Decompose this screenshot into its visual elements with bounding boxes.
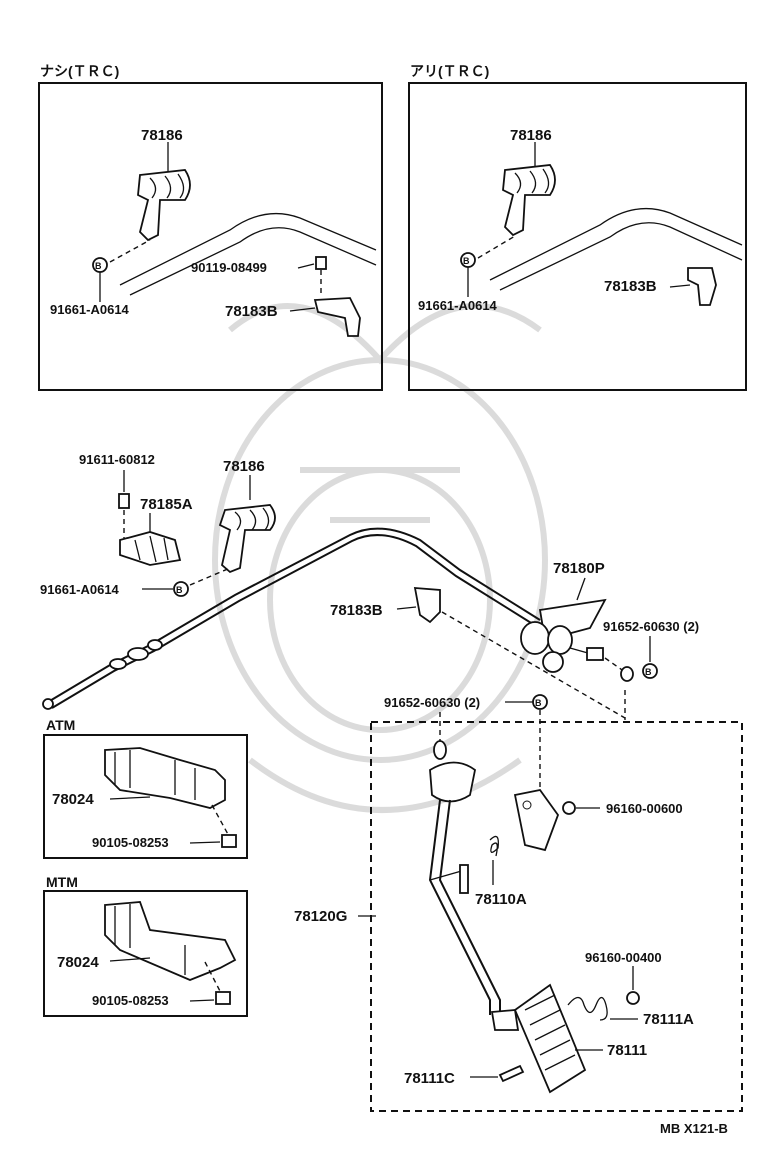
label-78183b-b: 78183B: [604, 278, 657, 295]
marker-b-main: B: [176, 585, 183, 595]
label-78180p: 78180P: [553, 560, 605, 577]
diagram-code: MB X121-B: [660, 1121, 728, 1136]
spring-78111a-icon: [567, 996, 608, 1021]
label-90119: 90119-08499: [191, 260, 267, 275]
bolt-90105-mtm-icon: [215, 991, 231, 1005]
label-91661-a: 91661-A0614: [50, 302, 130, 317]
bolt-b-78180p-icon: [642, 663, 658, 679]
with-trc-group: 78186 B 91661-A0614 78183B: [418, 127, 743, 313]
label-96160-400: 96160-00400: [585, 950, 662, 965]
bolt-b-main-icon: [173, 581, 189, 597]
pedal-pad-78111-icon: [513, 983, 587, 1094]
section-title-mtm: MTM: [46, 874, 78, 890]
label-78120g: 78120G: [294, 908, 347, 925]
mtm-group: 78024 90105-08253: [57, 901, 237, 1008]
marker-b: B: [95, 261, 102, 271]
label-78110a: 78110A: [475, 891, 527, 908]
label-78024-a: 78024: [52, 791, 94, 808]
mtm-box: [43, 890, 248, 1017]
label-78186-a: 78186: [141, 127, 183, 144]
label-91611: 91611-60812: [79, 452, 155, 467]
section-title-atm: ATM: [46, 717, 75, 733]
cable-end-icon: [42, 698, 54, 710]
cable-rail-upper-trc: [489, 207, 743, 281]
label-78186-c: 78186: [223, 458, 265, 475]
pin-78111c-icon: [498, 1064, 525, 1083]
atm-group: 78024 90105-08253: [52, 747, 237, 850]
bracket-78183b-main-icon: [413, 587, 441, 624]
with-trc-box: [408, 82, 747, 391]
label-96160-600: 96160-00600: [606, 801, 683, 816]
label-91652-b: 91652-60630 (2): [384, 695, 480, 710]
bracket-78024-mtm-icon: [104, 901, 237, 981]
label-90105-b: 90105-08253: [92, 993, 169, 1008]
marker-b-trc: B: [463, 256, 470, 266]
clamp-78186-main-icon: [218, 504, 276, 574]
label-78111: 78111: [607, 1042, 647, 1059]
bushing-96160-600-icon: [562, 801, 576, 815]
cable-rail-lower: [129, 227, 377, 296]
atm-box: [43, 734, 248, 859]
label-91661-b: 91661-A0614: [418, 298, 498, 313]
bolt-90105-atm-icon: [221, 834, 237, 848]
main-cable-group: 91611-60812 78185A 78186 B 91661-A0614 7…: [40, 452, 699, 720]
label-90105-a: 90105-08253: [92, 835, 169, 850]
bracket-78183b-icon: [313, 297, 361, 337]
marker-b-pedal: B: [535, 698, 542, 708]
pedal-group: 91652-60630 (2) B 78110A 96160-00600 781…: [294, 694, 694, 1094]
label-78186-b: 78186: [510, 127, 552, 144]
no-trc-box: [38, 82, 383, 391]
cable-rail-upper: [119, 212, 377, 286]
marker-b-78180p: B: [645, 667, 652, 677]
screw-91611-icon: [118, 493, 130, 509]
label-78185a: 78185A: [140, 496, 193, 513]
label-78024-b: 78024: [57, 954, 99, 971]
bolt-b-pedal-icon: [532, 694, 548, 710]
label-91661-c: 91661-A0614: [40, 582, 120, 597]
bushing-96160-400-icon: [626, 991, 640, 1005]
no-trc-group: 78186 B 91661-A0614 90119-08499 78183B: [50, 127, 377, 337]
label-78111c: 78111C: [404, 1070, 455, 1087]
label-78183b-a: 78183B: [225, 303, 278, 320]
cable-rail-lower-trc: [499, 222, 743, 291]
spring-78110a-icon: [489, 835, 499, 857]
label-91652-a: 91652-60630 (2): [603, 619, 699, 634]
label-78111a: 78111A: [643, 1011, 694, 1028]
clamp-78186-trc-icon: [502, 164, 556, 237]
throttle-cable-outer: [51, 534, 537, 709]
label-78183b-c: 78183B: [330, 602, 383, 619]
lever-icon: [513, 789, 560, 852]
clamp-78186-icon: [137, 169, 191, 242]
throttle-cable: [47, 527, 541, 703]
section-title-with-trc: アリ(ＴＲＣ): [410, 63, 489, 79]
watermark-emblem: [212, 303, 548, 813]
pedal-pivot-icon: [429, 761, 476, 803]
bracket-78183b-trc-icon: [687, 267, 717, 306]
screw-icon: [315, 256, 327, 270]
pedal-arm: [428, 799, 491, 1015]
section-title-no-trc: ナシ(ＴＲＣ): [40, 63, 119, 79]
